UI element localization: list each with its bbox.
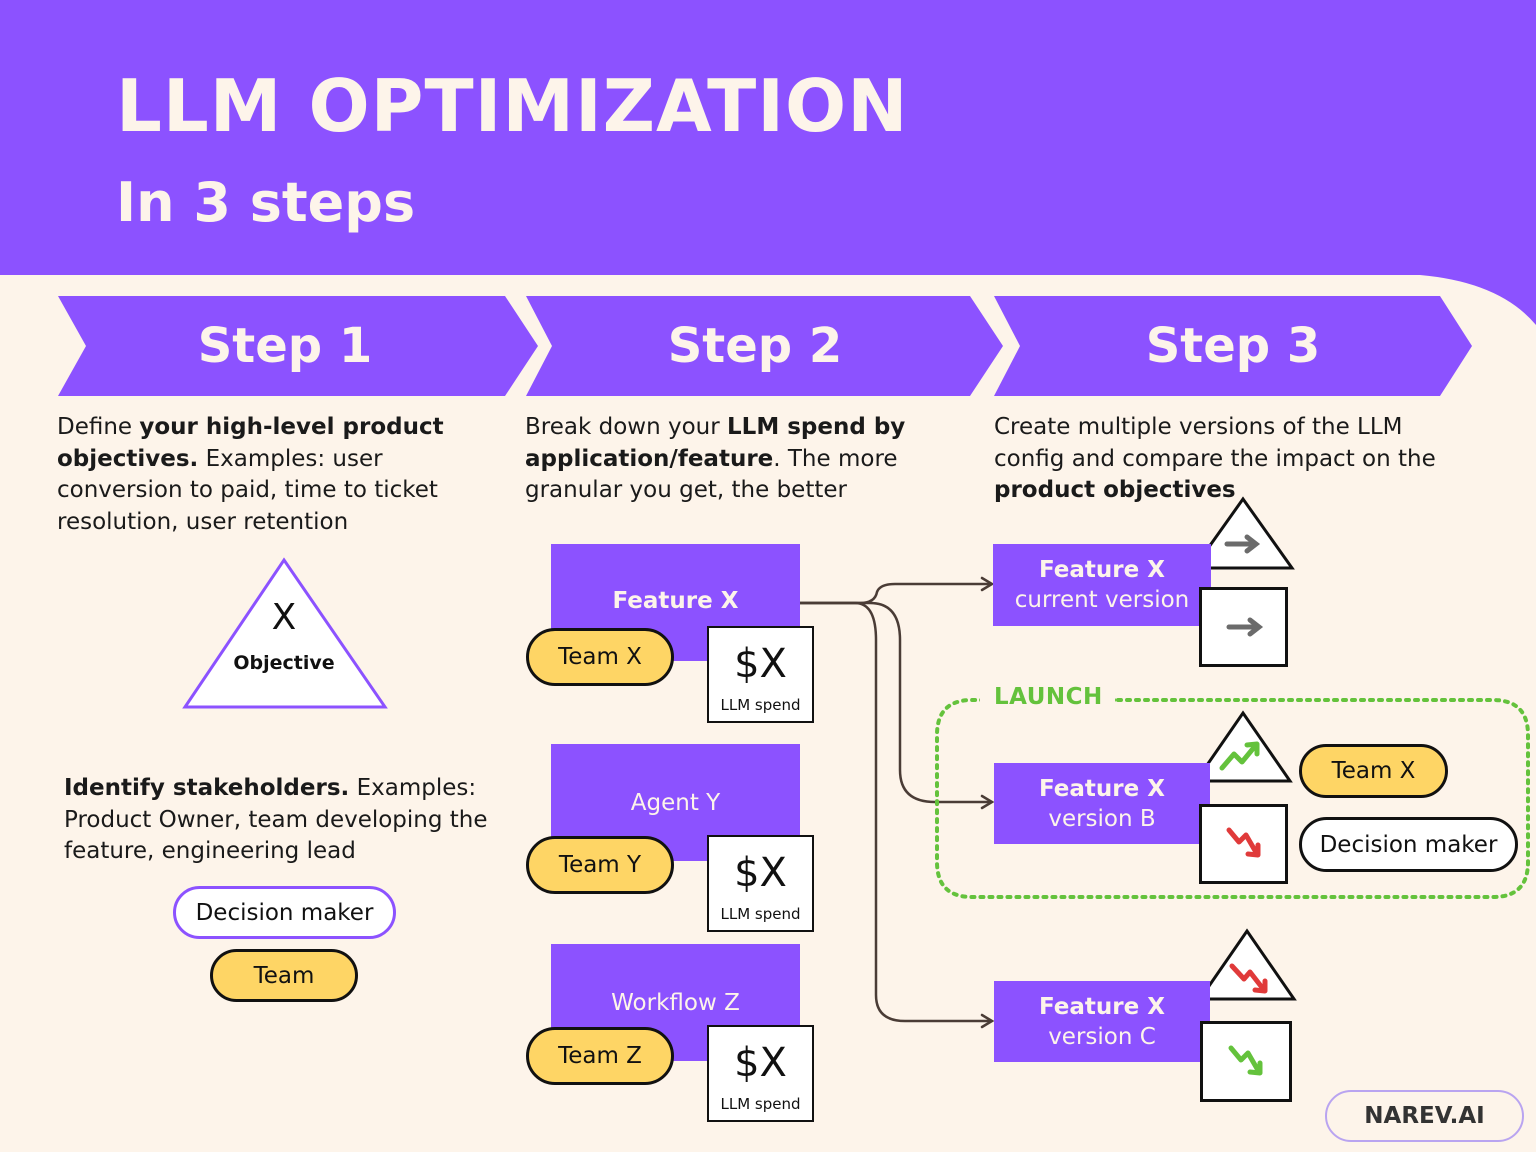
launch-label: LAUNCH xyxy=(994,684,1103,710)
workflow-z-spend-card: $X LLM spend xyxy=(707,1025,814,1122)
arrowhead-version-c xyxy=(980,1013,995,1029)
indicator-square-version-c xyxy=(1200,1021,1292,1102)
version-current-box: Feature X current version xyxy=(993,544,1211,626)
agent-y-team-pill: Team Y xyxy=(526,836,674,894)
objective-symbol: X xyxy=(271,597,297,638)
workflow-z-spend-amount: $X xyxy=(734,1039,787,1086)
page-title: LLM OPTIMIZATION xyxy=(116,64,909,148)
arrowhead-version-b xyxy=(980,794,995,810)
trend-down-icon xyxy=(1229,963,1268,994)
objective-triangle xyxy=(182,557,388,709)
trend-down-icon xyxy=(1226,827,1260,858)
agent-y-spend-card: $X LLM spend xyxy=(707,835,814,932)
agent-y-spend-label: LLM spend xyxy=(720,904,801,923)
version-current-sub: current version xyxy=(1014,587,1190,613)
trend-down-green-icon xyxy=(1228,1045,1263,1075)
feature-x-spend-card: $X LLM spend xyxy=(707,626,814,723)
workflow-z-spend-label: LLM spend xyxy=(720,1094,801,1113)
connector-current xyxy=(800,582,990,605)
decision-maker-pill: Decision maker xyxy=(173,886,396,939)
agent-y-spend-amount: $X xyxy=(734,849,787,896)
indicator-square-current xyxy=(1199,587,1288,667)
step1-label: Step 1 xyxy=(197,318,373,374)
brand-logo: NAREV.AI xyxy=(1325,1090,1524,1142)
step2-description: Break down your LLM spend by application… xyxy=(525,414,906,503)
connector-version-c xyxy=(800,601,990,1023)
header-band xyxy=(0,0,1536,325)
indicator-triangle-version-c xyxy=(1197,928,1297,1001)
stakeholders-description: Identify stakeholders. Examples: Product… xyxy=(64,775,488,864)
connector-lines xyxy=(800,582,990,1023)
arrowhead-current xyxy=(980,576,995,592)
trend-up-icon xyxy=(1219,741,1260,771)
indicator-triangle-current xyxy=(1191,496,1295,570)
version-c-box: Feature X version C xyxy=(994,981,1210,1062)
step2-label: Step 2 xyxy=(667,318,843,374)
version-b-name: Feature X xyxy=(1039,775,1165,802)
agent-y-name: Agent Y xyxy=(630,789,721,816)
step3-chevron xyxy=(994,296,1472,396)
launch-team-pill: Team X xyxy=(1299,744,1448,798)
workflow-z-team-pill: Team Z xyxy=(526,1027,674,1085)
page-subtitle: In 3 steps xyxy=(116,171,416,234)
feature-x-spend-amount: $X xyxy=(734,640,787,687)
objective-label: Objective xyxy=(233,652,335,674)
flat-arrow-icon xyxy=(1224,534,1261,554)
version-c-sub: version C xyxy=(1048,1023,1156,1050)
step2-chevron xyxy=(526,296,1003,396)
launch-decision-maker-pill: Decision maker xyxy=(1299,817,1518,872)
indicator-triangle-version-b xyxy=(1193,710,1293,783)
version-b-sub: version B xyxy=(1048,805,1156,832)
feature-x-team-pill: Team X xyxy=(526,628,674,686)
version-b-box: Feature X version B xyxy=(994,763,1210,844)
step3-description: Create multiple versions of the LLM conf… xyxy=(994,414,1436,503)
flat-arrow-icon xyxy=(1226,617,1263,637)
feature-x-spend-label: LLM spend xyxy=(720,695,801,714)
workflow-z-name: Workflow Z xyxy=(611,989,740,1016)
step1-description: Define your high-level product objective… xyxy=(57,414,444,535)
version-current-name: Feature X xyxy=(1039,557,1165,583)
team-pill: Team xyxy=(210,949,358,1002)
connector-version-b xyxy=(800,601,990,804)
indicator-square-version-b xyxy=(1199,804,1288,884)
step3-label: Step 3 xyxy=(1145,318,1321,374)
version-c-name: Feature X xyxy=(1039,993,1165,1020)
feature-x-name: Feature X xyxy=(612,587,739,614)
step1-chevron xyxy=(58,296,538,396)
